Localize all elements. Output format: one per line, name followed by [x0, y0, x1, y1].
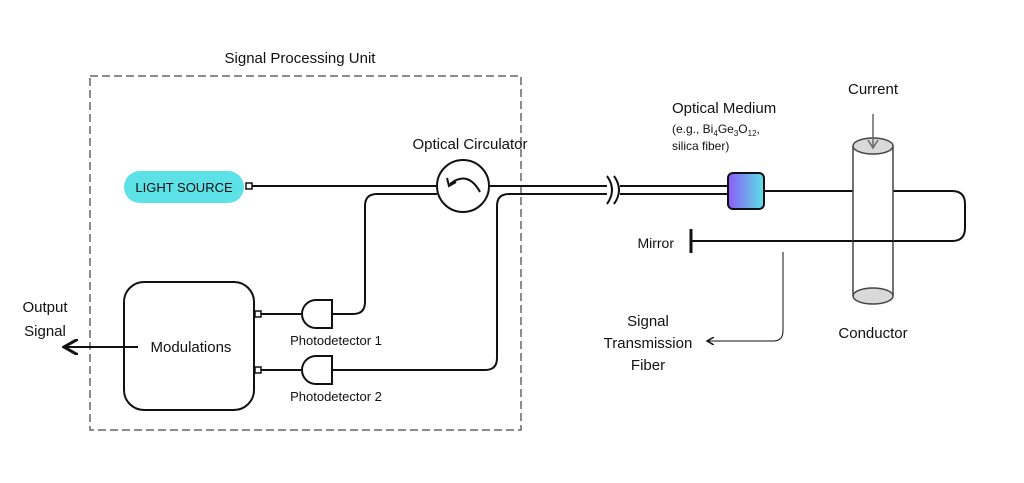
circulator-arrowhead	[446, 177, 457, 188]
modulations-port-1	[254, 310, 262, 318]
fiber-break-icon	[606, 175, 620, 205]
unit-title: Signal Processing Unit	[225, 50, 377, 67]
signal-processing-unit-box	[89, 75, 522, 431]
photodetector-1	[301, 299, 333, 329]
output-label-1: Output	[22, 299, 68, 316]
conductor-bottom-cap	[852, 287, 894, 305]
circulator-label: Optical Circulator	[412, 136, 527, 153]
fiber-label-3: Fiber	[631, 357, 665, 374]
light-source-label: LIGHT SOURCE	[135, 180, 233, 195]
current-label: Current	[848, 81, 899, 98]
light-source	[124, 171, 244, 203]
mirror-label: Mirror	[637, 235, 674, 251]
conductor-body	[853, 146, 893, 296]
photodetector-1-label: Photodetector 1	[290, 333, 382, 348]
modulations-port-2	[254, 366, 262, 374]
output-label-2: Signal	[24, 323, 66, 340]
sensing-fiber-loop	[691, 190, 966, 242]
light-source-port	[245, 182, 253, 190]
medium-example-2: silica fiber)	[672, 139, 729, 153]
current-arrowhead	[867, 139, 879, 150]
fiber-to-pd2	[332, 193, 607, 371]
fiber-label-2: Transmission	[604, 335, 693, 352]
modulations-label: Modulations	[151, 339, 232, 356]
circulator-arrow-icon	[449, 177, 481, 193]
fiber-to-pd1	[332, 193, 437, 315]
photodetector-2-label: Photodetector 2	[290, 389, 382, 404]
medium-example: (e.g., Bi4Ge3O12,	[672, 122, 760, 138]
medium-title: Optical Medium	[672, 100, 776, 117]
fiber-callout-arrow	[708, 252, 784, 341]
conductor-label: Conductor	[838, 325, 907, 342]
optical-circulator	[436, 159, 490, 213]
photodetector-2	[301, 355, 333, 385]
fiber-label-1: Signal	[627, 313, 669, 330]
optical-medium	[727, 172, 765, 210]
